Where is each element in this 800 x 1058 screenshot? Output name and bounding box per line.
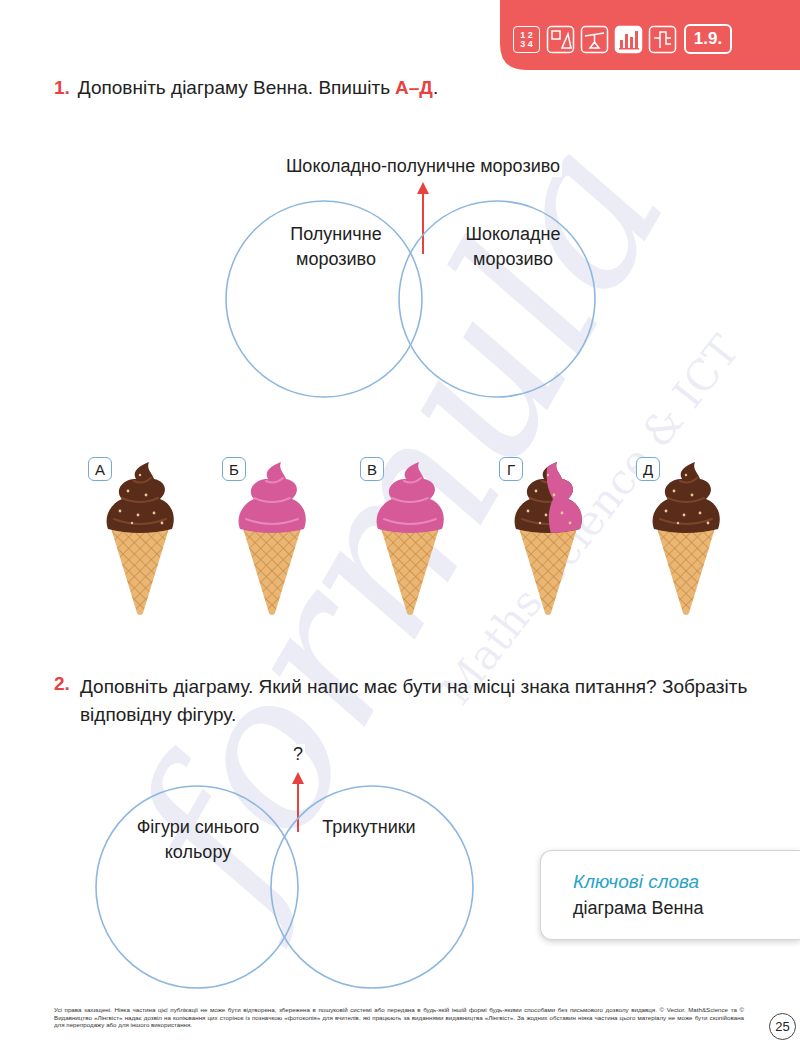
venn-circle: Трикутники <box>270 785 474 989</box>
circle-outline <box>270 785 474 989</box>
puzzle-icon-pieces <box>654 32 671 48</box>
venn-circle: Шоколадне морозиво <box>398 200 596 398</box>
task-highlight: А–Д <box>395 77 433 99</box>
geometry-icon-triangle <box>562 34 571 48</box>
task-text: Доповніть діаграму. Який напис має бути … <box>80 673 770 729</box>
keyword-box: Ключові словадіаграма Венна <box>540 850 800 940</box>
watermark: formula <box>86 99 714 941</box>
section-number: 1.9. <box>694 29 722 49</box>
task-text: Доповніть діаграму Венна. Впишіть <box>78 74 390 102</box>
task-number: 2. <box>54 673 70 695</box>
geometry-icon <box>548 27 574 53</box>
keyword-text: Ключові слова <box>573 869 790 895</box>
letter: В <box>367 461 377 478</box>
set-label: Шоколадне морозиво <box>451 222 575 272</box>
chart-icon <box>616 27 642 53</box>
venn-circle: Полуничне морозиво <box>225 200 423 398</box>
watermark: Maths Science & ICT <box>431 326 749 714</box>
letter-tag: В <box>360 457 384 481</box>
puzzle-icon <box>650 27 676 53</box>
letter-tag: А <box>88 457 112 481</box>
set-label: Полуничне морозиво <box>274 222 398 272</box>
geometry-icon-square <box>552 31 560 39</box>
intersection-label: Шоколадно-полуничне морозиво <box>284 156 562 177</box>
page-number-text: 25 <box>775 1019 789 1034</box>
letter: А <box>95 461 105 478</box>
task-line: 1. Доповніть діаграму Венна. ВпишітьА–Д. <box>54 74 438 102</box>
letter: Д <box>643 461 653 478</box>
header-banner <box>500 0 800 70</box>
chocolate-ice-cream <box>653 462 720 615</box>
letter: Б <box>229 461 239 478</box>
letter-tag: Д <box>636 457 660 481</box>
set-label: Фігури синього кольору <box>128 815 268 865</box>
task-text: . <box>433 74 438 102</box>
venn-circle: Фігури синього кольору <box>95 785 299 989</box>
topic-icons <box>548 27 676 53</box>
letter-tag: Г <box>499 457 523 481</box>
icon-digits: 1 2 3 4 <box>519 31 535 49</box>
balance-icon-scale <box>585 33 604 48</box>
section-badge: 1.9. <box>684 24 732 54</box>
chocolate-ice-cream <box>107 462 174 615</box>
balance-icon <box>582 27 608 53</box>
topic-icon: 1 2 3 4 <box>513 26 540 53</box>
copyright-note: Усі права захищені. Ніяка частина цієї п… <box>54 1006 744 1029</box>
task-number: 1. <box>54 77 70 99</box>
letter: Г <box>507 461 515 478</box>
page-number: 25 <box>769 1013 796 1040</box>
circle-outline <box>95 785 299 989</box>
chart-icon-bars <box>619 31 639 50</box>
question-mark: ? <box>291 744 305 765</box>
letter-tag: Б <box>222 457 246 481</box>
keyword-text: діаграма Венна <box>573 895 790 921</box>
set-label: Трикутники <box>304 815 434 840</box>
